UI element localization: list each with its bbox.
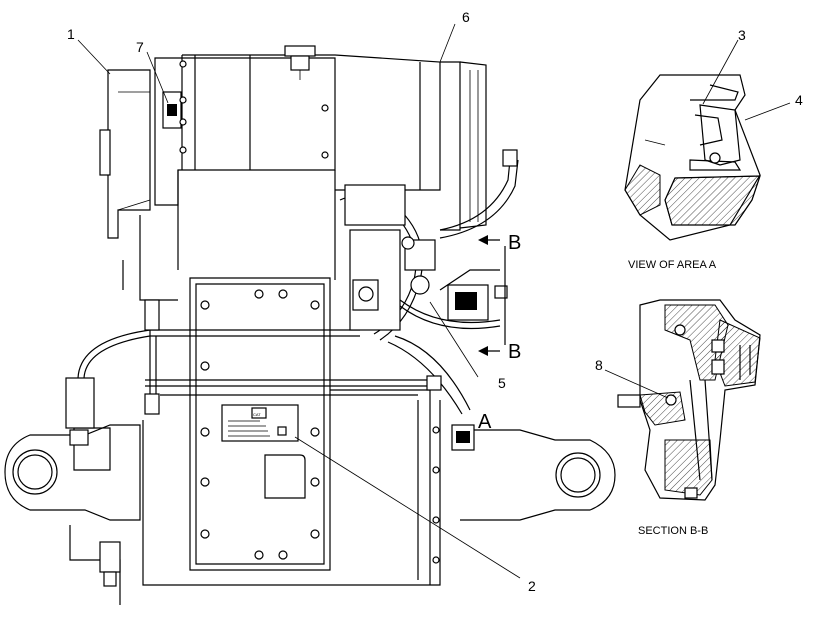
area-mark-a: A bbox=[478, 411, 492, 433]
callout-6: 6 bbox=[462, 9, 470, 25]
caption-section-bb: SECTION B-B bbox=[638, 525, 708, 537]
view-area-a-detail bbox=[624, 74, 761, 241]
serial-number-plate: CAT bbox=[221, 404, 299, 442]
leader-lines bbox=[77, 23, 791, 579]
callout-8: 8 bbox=[595, 357, 603, 373]
plate-logo: CAT bbox=[253, 412, 261, 417]
callout-4: 4 bbox=[795, 92, 803, 108]
callout-5: 5 bbox=[498, 375, 506, 391]
callout-2: 2 bbox=[528, 578, 536, 594]
callout-labels: 1 7 6 3 4 5 8 2 bbox=[67, 9, 803, 594]
callout-7: 7 bbox=[136, 39, 144, 55]
section-mark-b-top: B bbox=[508, 232, 521, 254]
section-mark-b-bottom: B bbox=[508, 341, 521, 363]
valve-cluster bbox=[65, 149, 518, 429]
section-bb-cut-line bbox=[478, 235, 506, 356]
callout-3: 3 bbox=[738, 27, 746, 43]
main-assembly-view: CAT bbox=[4, 45, 616, 605]
callout-1: 1 bbox=[67, 26, 75, 42]
housing-bolts bbox=[200, 289, 440, 564]
caption-view-area-a: VIEW OF AREA A bbox=[628, 259, 717, 271]
section-bb-detail bbox=[617, 299, 761, 501]
